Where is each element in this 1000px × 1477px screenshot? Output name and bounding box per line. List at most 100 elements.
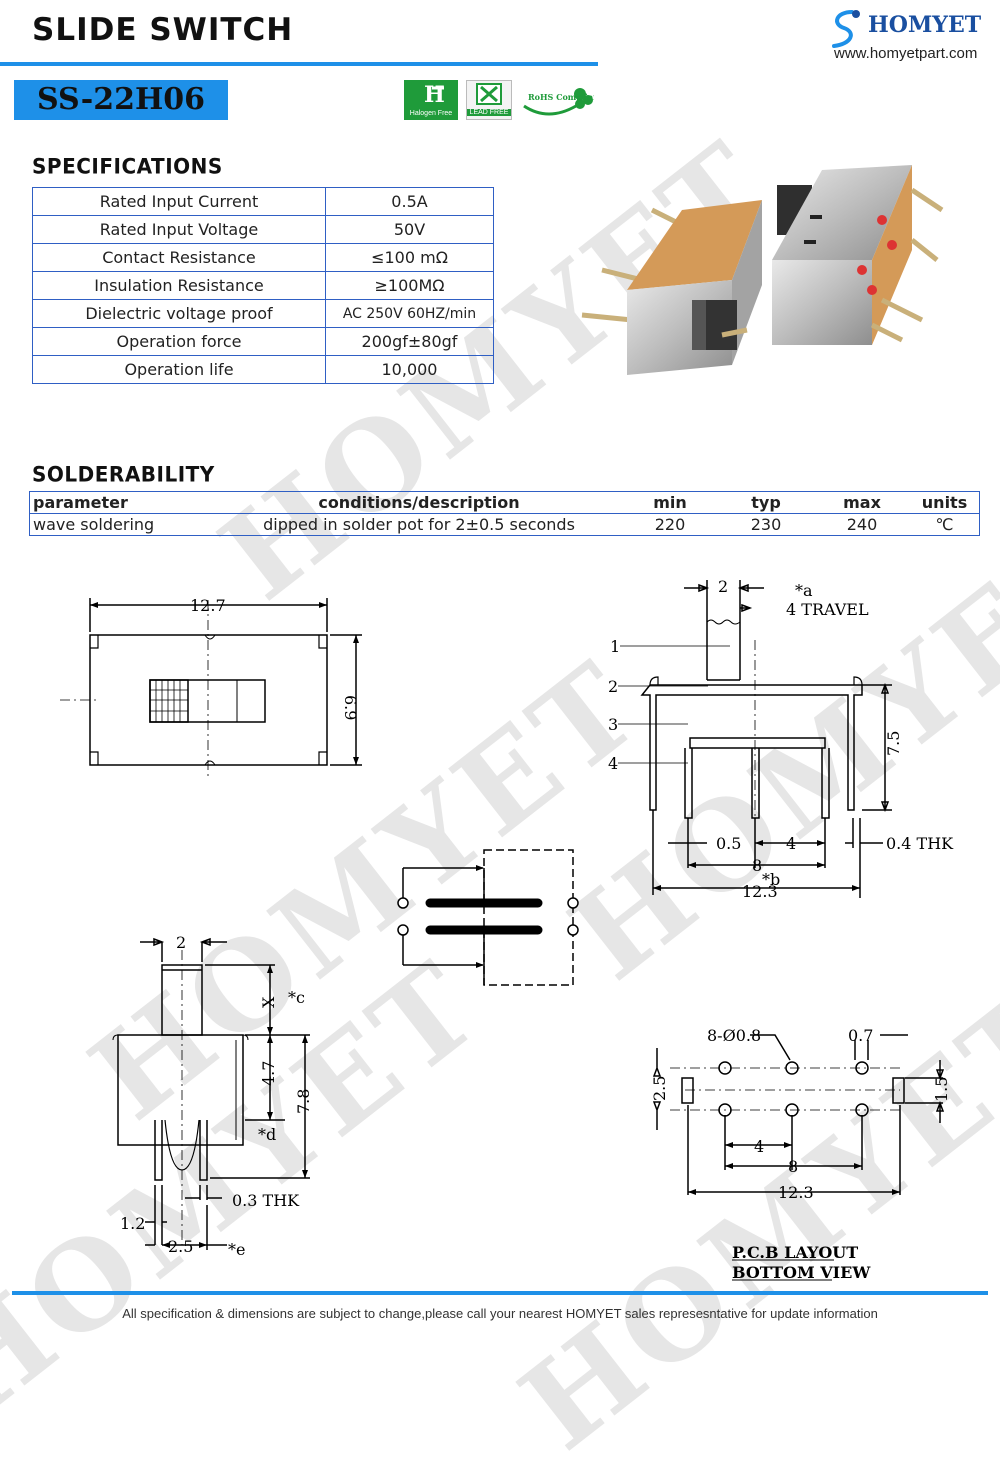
spec-value: AC 250V 60HZ/min xyxy=(325,299,494,328)
title-divider xyxy=(0,62,598,66)
page-title: SLIDE SWITCH xyxy=(32,12,294,48)
spec-label: Operation force xyxy=(32,327,326,356)
dim-front-thickness: 0.3 THK xyxy=(232,1191,300,1210)
halogen-free-icon: H xyxy=(424,82,445,108)
technical-drawings: 12.7 6.9 2 *a 4 TRAVEL 1 2 3 4 7.5 0.5 4… xyxy=(60,577,954,1282)
table-row: wave soldering dipped in solder pot for … xyxy=(30,514,980,536)
dim-top-height: 6.9 xyxy=(341,695,360,720)
header-min: min xyxy=(622,491,718,514)
dim-front-body: 4.7 xyxy=(259,1061,278,1086)
dim-pcb-pitch: 4 xyxy=(754,1137,764,1156)
cell-units: ℃ xyxy=(935,515,954,534)
spec-label: Rated Input Voltage xyxy=(32,215,326,244)
front-view-drawing xyxy=(112,937,310,1250)
header-units: units xyxy=(910,491,980,514)
pcb-layout-label: P.C.B LAYOUT xyxy=(732,1243,858,1262)
note-c: *c xyxy=(288,988,305,1007)
note-a: *a xyxy=(795,581,813,600)
cell-typ: 230 xyxy=(750,515,782,534)
cell-conditions: dipped in solder pot for 2±0.5 seconds xyxy=(263,515,575,534)
circuit-schematic xyxy=(397,849,579,986)
header-typ: typ xyxy=(718,491,814,514)
spec-value: 200gf±80gf xyxy=(325,327,494,356)
dim-front-height: 7.8 xyxy=(294,1089,313,1114)
lead-free-label: LEAD FREE xyxy=(467,109,511,116)
solderability-table: parameter conditions/description min typ… xyxy=(29,491,980,536)
table-row: Insulation Resistance≥100MΩ xyxy=(32,271,494,300)
note-d: *d xyxy=(258,1125,276,1144)
spec-label: Contact Resistance xyxy=(32,243,326,272)
brand-logo-icon xyxy=(832,10,860,48)
spec-label: Operation life xyxy=(32,355,326,384)
dim-front-pin-offset: 1.2 xyxy=(120,1214,145,1233)
part-number-2: 2 xyxy=(608,677,618,696)
bottom-view-label: BOTTOM VIEW xyxy=(732,1263,871,1282)
dim-pcb-slot-length: 1.5 xyxy=(932,1077,951,1102)
spec-label: Rated Input Current xyxy=(32,187,326,216)
dim-front-pin-pitch: 2.5 xyxy=(168,1237,193,1256)
product-photo xyxy=(581,165,944,375)
pcb-layout-drawing xyxy=(652,1034,945,1281)
spec-value: ≥100MΩ xyxy=(325,271,494,300)
dim-pcb-holes: 8-Ø0.8 xyxy=(707,1026,761,1045)
dim-front-x: X xyxy=(259,996,278,1008)
switch-photo-left xyxy=(581,200,762,375)
rohs-label: RoHS Compliant xyxy=(528,92,594,102)
model-number: SS-22H06 xyxy=(14,80,228,120)
rohs-icon: RoHS Compliant xyxy=(523,88,603,116)
dim-pcb-width: 12.3 xyxy=(778,1183,814,1202)
spec-value: 10,000 xyxy=(325,355,494,384)
side-view-drawing xyxy=(618,580,892,898)
dim-side-actuator: 2 xyxy=(718,577,728,596)
dim-side-height: 7.5 xyxy=(884,731,903,756)
footer-divider xyxy=(12,1291,988,1295)
dim-front-actuator: 2 xyxy=(176,933,186,952)
dim-travel: 4 TRAVEL xyxy=(786,600,869,619)
footer-disclaimer: All specification & dimensions are subje… xyxy=(122,1306,878,1321)
brand-name: HOMYET xyxy=(868,12,982,38)
spec-value: 50V xyxy=(325,215,494,244)
dim-pcb-row-spacing: 2.5 xyxy=(650,1076,669,1101)
spec-label: Dielectric voltage proof xyxy=(32,299,326,328)
switch-photo-right xyxy=(772,165,944,345)
top-view-drawing xyxy=(60,598,362,780)
table-header-row: parameter conditions/description min typ… xyxy=(29,491,980,514)
halogen-free-label: Halogen Free xyxy=(409,110,453,117)
header-parameter: parameter xyxy=(29,491,216,514)
dim-side-thickness: 0.4 THK xyxy=(886,834,954,853)
cell-max: 240 xyxy=(846,515,878,534)
header-max: max xyxy=(814,491,910,514)
dim-top-width: 12.7 xyxy=(190,596,226,615)
spec-label: Insulation Resistance xyxy=(32,271,326,300)
spec-value: 0.5A xyxy=(325,187,494,216)
dim-pcb-slot: 0.7 xyxy=(848,1026,873,1045)
dim-side-width: 12.3 xyxy=(742,882,778,901)
part-number-3: 3 xyxy=(608,715,618,734)
note-b: *b xyxy=(762,870,780,889)
halogen-free-badge: H Halogen Free xyxy=(404,80,458,120)
brand-url[interactable]: www.homyetpart.com xyxy=(834,45,978,62)
part-number-4: 4 xyxy=(608,754,618,773)
specifications-heading: SPECIFICATIONS xyxy=(32,153,223,179)
lead-free-icon xyxy=(476,83,502,105)
solderability-heading: SOLDERABILITY xyxy=(32,461,215,487)
dim-side-pitch: 4 xyxy=(786,834,796,853)
lead-free-badge: LEAD FREE xyxy=(466,80,512,120)
cell-parameter: wave soldering xyxy=(33,515,155,534)
rohs-badge: RoHS Compliant xyxy=(518,80,603,120)
dim-side-span: 8 xyxy=(752,856,762,875)
note-e: *e xyxy=(228,1240,245,1259)
header-conditions: conditions/description xyxy=(216,491,622,514)
dim-side-pitch-offset: 0.5 xyxy=(716,834,741,853)
part-number-1: 1 xyxy=(610,637,620,656)
table-row: Contact Resistance≤100 mΩ xyxy=(32,243,494,272)
dim-pcb-span: 8 xyxy=(788,1157,798,1176)
cell-min: 220 xyxy=(654,515,686,534)
spec-value: ≤100 mΩ xyxy=(325,243,494,272)
